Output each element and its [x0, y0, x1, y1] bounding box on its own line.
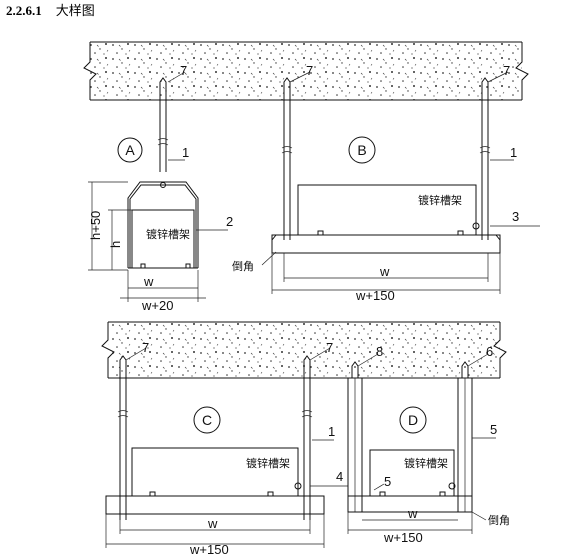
part-label-anchor-c-right: 7: [326, 340, 333, 355]
tray-label-c: 镀锌槽架: [246, 456, 290, 470]
section-number: 2.2.6.1: [6, 3, 42, 18]
anchor-bolt-c-right: [303, 355, 311, 378]
anchor-bolt-b-right: [481, 77, 489, 100]
top-concrete-slab: [83, 41, 529, 101]
marker-d: D: [408, 412, 418, 428]
support-c: [105, 495, 325, 515]
part-label-rod-b: 1: [510, 145, 517, 160]
part-label-anchor-d-right: 6: [486, 344, 493, 359]
anchor-bolt-d-left: [351, 361, 359, 378]
anchor-bolt-c-left: [119, 355, 127, 378]
marker-b-circle: [348, 136, 376, 164]
tray-label-b: 镀锌槽架: [418, 193, 462, 207]
anchor-bolt-d-right: [461, 361, 469, 378]
bracket-a: [127, 181, 199, 268]
marker-d-circle: [399, 406, 427, 434]
marker-c: C: [202, 412, 212, 428]
dim-label-w-b: w: [379, 264, 390, 279]
marker-b: B: [357, 142, 366, 158]
part-label-anchor-b-right: 7: [503, 63, 510, 78]
part-label-anchor-a: 7: [180, 63, 187, 78]
support-b: [271, 234, 501, 254]
part-label-frame-d: 5: [490, 422, 497, 437]
detail-c: 7 7 C 1 镀锌槽架 4 w w+150: [105, 340, 348, 557]
tray-label-d: 镀锌槽架: [404, 456, 448, 470]
tray-b: [297, 184, 477, 236]
chamfer-label-d: 倒角: [488, 514, 510, 527]
dim-label-w-d: w: [407, 506, 418, 521]
marker-a-circle: [117, 137, 143, 163]
part-label-anchor-c-left: 7: [142, 340, 149, 355]
part-label-bracket-a: 2: [226, 214, 233, 229]
part-label-base-d: 5: [384, 474, 391, 489]
dim-label-w150-b: w+150: [355, 288, 395, 303]
part-label-anchor-d-left: 8: [376, 344, 383, 359]
dim-label-w150-d: w+150: [383, 530, 423, 545]
marker-a: A: [125, 142, 135, 158]
base-d: [347, 495, 473, 513]
tray-c: [131, 447, 299, 497]
part-label-support-c: 4: [336, 469, 343, 484]
dim-label-h: h: [108, 241, 123, 248]
part-label-rod-a: 1: [182, 145, 189, 160]
section-title: 大样图: [55, 3, 95, 18]
part-label-support-b: 3: [512, 209, 519, 224]
dim-label-h50: h+50: [88, 211, 103, 240]
detail-a: A 1 7 镀锌槽架 2 h+50 h w w+20: [88, 63, 233, 313]
part-label-anchor-b-left: 7: [306, 63, 313, 78]
anchor-bolt-b-left: [283, 77, 291, 100]
anchor-bolt-a: [159, 77, 167, 100]
detail-b: 7 7 B 1 镀锌槽架 3 倒角 w w+150: [232, 63, 540, 303]
detail-d: 8 6 D 5 镀锌槽架 5 倒角 w w+150: [347, 344, 510, 545]
section-heading: 2.2.6.1 大样图: [6, 0, 95, 19]
dim-label-w-c: w: [207, 516, 218, 531]
dim-label-w-a: w: [143, 274, 154, 289]
marker-c-circle: [193, 406, 221, 434]
tray-label-a: 镀锌槽架: [146, 227, 190, 241]
part-label-rod-c: 1: [328, 424, 335, 439]
dim-label-w20-a: w+20: [141, 298, 173, 313]
chamfer-label-b: 倒角: [232, 260, 254, 273]
dim-label-w150-c: w+150: [189, 542, 229, 557]
